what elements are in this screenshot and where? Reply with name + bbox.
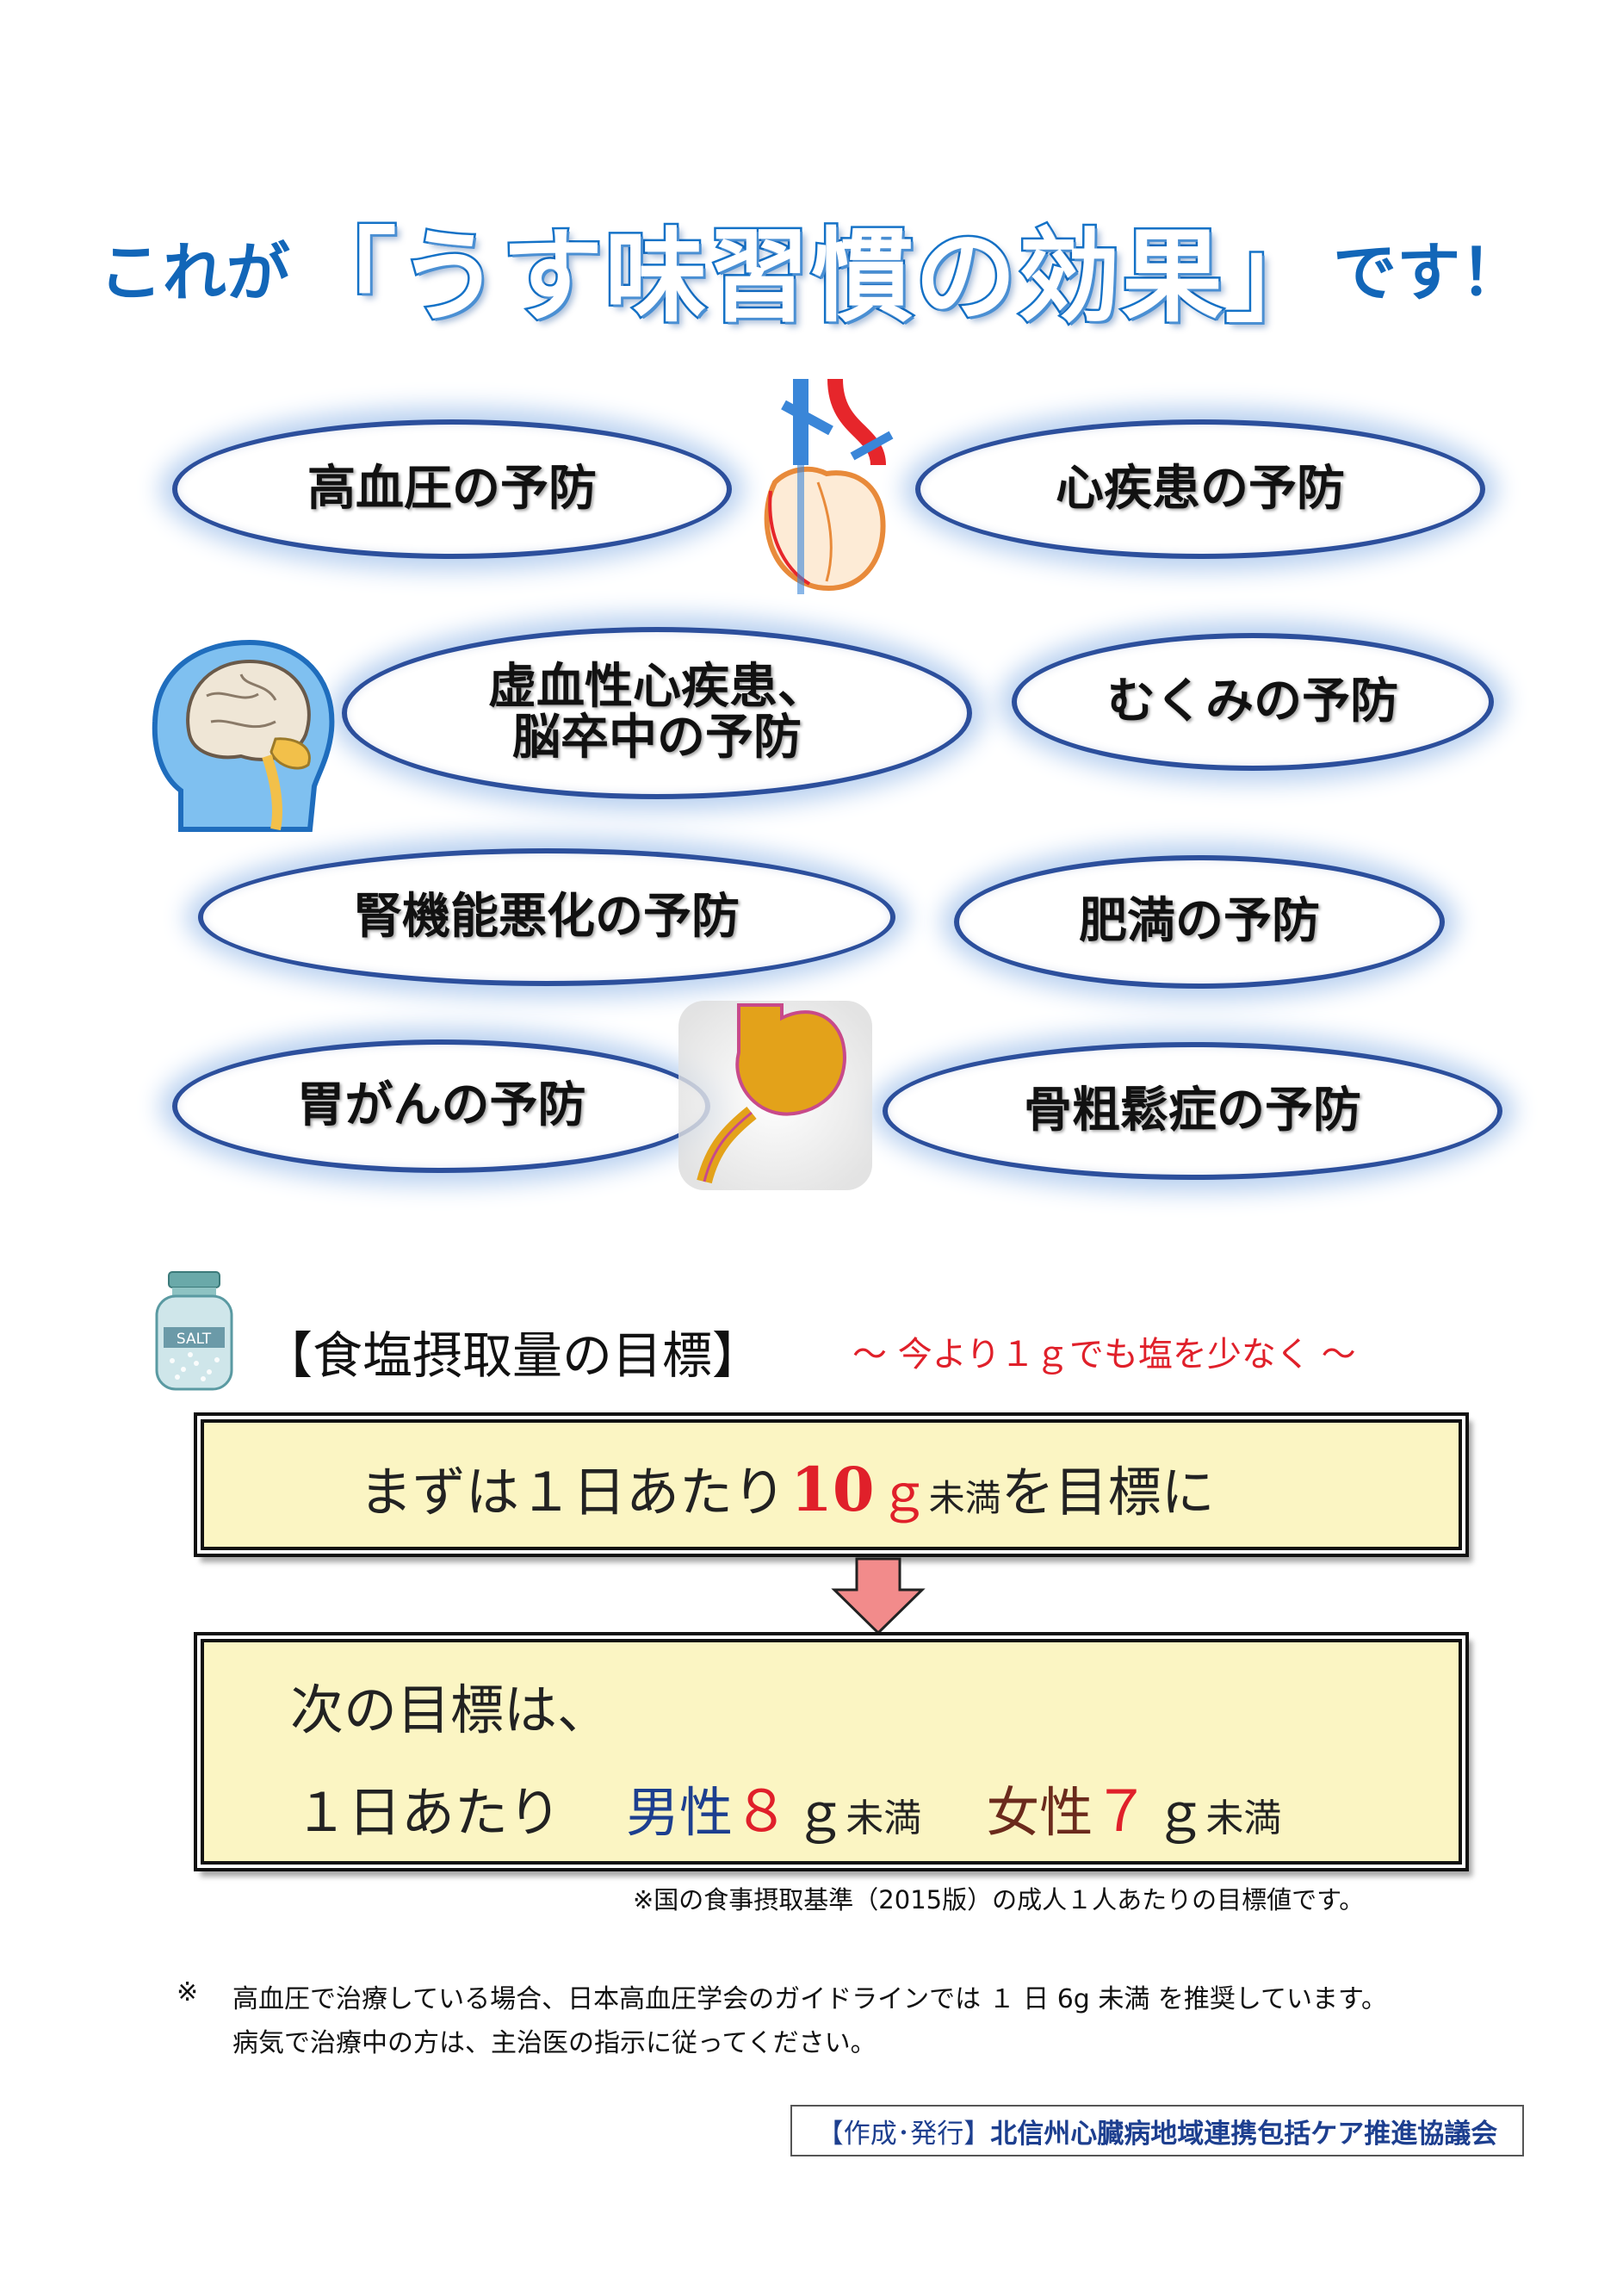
first-goal-unit: ｇ: [878, 1464, 929, 1523]
effect-label: 高血圧の予防: [307, 460, 597, 517]
first-goal-pre: まずは１日あたり: [359, 1461, 787, 1523]
next-goal-box: 次の目標は、 １日あたり 男性８ ｇ未満 女性７ ｇ未満: [201, 1639, 1462, 1865]
down-arrow-icon: [831, 1557, 926, 1635]
title-main: 「うす味習慣の効果」: [293, 215, 1329, 338]
effect-oval-hypertension: 高血圧の予防: [172, 419, 732, 559]
first-goal-post: を目標に: [1000, 1461, 1215, 1523]
next-goal-male-label: 男性: [626, 1781, 734, 1844]
effect-oval-stomach-cancer: 胃がんの予防: [172, 1039, 710, 1173]
first-goal-amount: 10: [790, 1454, 875, 1525]
first-goal-small: 未満: [928, 1477, 1001, 1519]
effect-oval-kidney: 腎機能悪化の予防: [198, 848, 895, 986]
effect-oval-osteoporosis: 骨粗鬆症の予防: [883, 1042, 1502, 1180]
effect-label: 虚血性心疾患、 脳卒中の予防: [488, 659, 826, 766]
effect-label: 骨粗鬆症の予防: [1024, 1082, 1361, 1139]
note-line2: 病気で治療中の方は、主治医の指示に従ってください。: [232, 2028, 877, 2058]
page-title: これが 「うす味習慣の効果」 です！: [0, 194, 1623, 341]
next-goal-line2: １日あたり 男性８ ｇ未満 女性７ ｇ未満: [294, 1765, 1281, 1848]
note-mark: ※: [177, 1977, 199, 2007]
salt-slogan: ～ 今より１ｇでも塩を少なく ～: [852, 1335, 1356, 1374]
publisher-footer: 【作成･発行】北信州心臓病地域連携包括ケア推進協議会: [790, 2105, 1524, 2156]
effect-label: 肥満の予防: [1079, 893, 1320, 950]
next-goal-female-unit: ｇ: [1154, 1784, 1206, 1844]
next-goal-line1: 次の目標は、: [290, 1679, 611, 1741]
next-goal-male-amount: ８: [733, 1778, 790, 1845]
stomach-icon: [678, 1001, 872, 1190]
effect-label: 心疾患の予防: [1056, 460, 1345, 517]
next-goal-female-label: 女性: [986, 1781, 1093, 1844]
effect-label: 胃がんの予防: [296, 1077, 586, 1134]
source-note: ※国の食事摂取基準（2015版）の成人１人あたりの目標値です。: [633, 1885, 1365, 1914]
next-goal-per-day: １日あたり: [294, 1781, 562, 1844]
title-suffix: です！: [1333, 236, 1525, 310]
footer-label: 【作成･発行】: [816, 2118, 991, 2150]
effect-oval-ischemic-stroke: 虚血性心疾患、 脳卒中の予防: [342, 627, 972, 799]
next-goal-female-amount: ７: [1093, 1778, 1150, 1845]
first-goal-box: まずは１日あたり 10 ｇ未満を目標に: [201, 1419, 1462, 1550]
effect-oval-heart-disease: 心疾患の予防: [915, 419, 1485, 559]
next-goal-female-small: 未満: [1205, 1796, 1282, 1840]
note-line1: 高血圧で治療している場合、日本高血圧学会のガイドラインでは １ 日 6g 未満 …: [232, 1984, 1388, 2014]
next-goal-male-small: 未満: [846, 1796, 922, 1840]
salt-jar-label: SALT: [177, 1331, 212, 1348]
title-prefix: これが: [98, 236, 290, 310]
effect-oval-edema: むくみの予防: [1012, 633, 1494, 771]
effect-label: むくみの予防: [1106, 673, 1399, 729]
effect-label: 腎機能悪化の予防: [354, 888, 740, 945]
next-goal-male-unit: ｇ: [794, 1784, 846, 1844]
salt-jar-icon: SALT: [155, 1271, 233, 1391]
effect-oval-obesity: 肥満の予防: [954, 855, 1445, 989]
brain-head-icon: [152, 639, 335, 832]
salt-target-heading: 【食塩摂取量の目標】: [263, 1326, 763, 1385]
first-goal-text: まずは１日あたり 10 ｇ未満を目標に: [359, 1449, 1215, 1526]
footer-org: 北信州心臓病地域連携包括ケア推進協議会: [990, 2118, 1498, 2150]
heart-icon: [764, 378, 894, 594]
